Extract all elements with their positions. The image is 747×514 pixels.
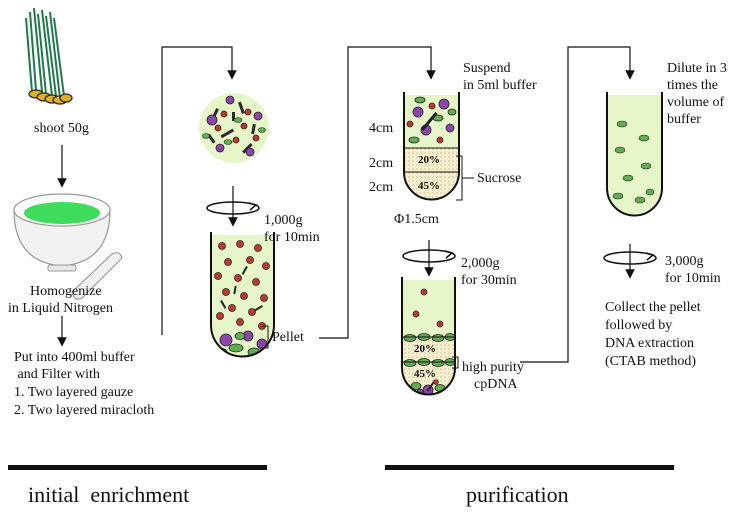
spin2-label-line1: 2,000g [461,256,500,271]
filter-label-line1: Put into 400ml buffer [14,350,135,365]
gradient-20-label: 20% [418,154,440,166]
homogenize-label-line1: Homogenize [30,284,102,299]
shoot-label: shoot 50g [34,121,89,136]
gradient-20-label-post: 20% [414,343,436,355]
suspend-label-line1: Suspend [463,61,511,76]
high-purity-label-line2: cpDNA [474,377,518,392]
filter-label-line4: 2. Two layered miracloth [14,403,155,418]
spin3-label-line1: 3,000g [665,254,704,269]
section-label-purification: purification [466,482,569,507]
collect-label-line3: DNA extraction [605,336,695,351]
tube-sucrose-gradient-illustration [403,92,460,201]
spin1-label-line2: for 10min [264,230,320,245]
homogenate-blob-illustration [199,93,269,163]
centrifuge-rotation-icon-1 [206,186,260,227]
collect-label-line1: Collect the pellet [605,300,701,315]
dimension-2cm-upper: 2cm [369,156,394,171]
pellet-label: Pellet [272,330,304,345]
gradient-45-label: 45% [418,180,440,192]
tube-diluted-illustration [606,92,663,217]
dimension-2cm-lower: 2cm [369,180,394,195]
section-bar-purification [385,465,674,470]
filter-label-line3: 1. Two layered gauze [14,385,134,400]
tube-diameter-label: Φ1.5cm [394,212,439,227]
spin2-label-line2: for 30min [461,273,517,288]
shoot-bundle-illustration [25,7,73,105]
tube-pellet-illustration [210,232,275,358]
dilute-label-line3: volume of [667,95,725,110]
high-purity-bracket [452,356,459,369]
collect-label-line2: followed by [605,318,673,333]
pellet-bracket [262,325,269,349]
dilute-label-line1: Dilute in 3 [667,61,727,76]
connector-cpdna-to-dilution [520,46,635,363]
centrifuge-rotation-icon-2 [402,240,456,277]
centrifuge-rotation-icon-3 [603,244,657,279]
connector-pellet-to-gradient [319,46,436,339]
dilute-label-line2: times the [667,78,718,93]
sucrose-label: Sucrose [477,171,522,186]
tube-high-purity-illustration [401,277,456,396]
section-bar-initial [8,465,267,470]
collect-label-line4: (CTAB method) [605,354,697,369]
connector-initial-to-enrichment [161,46,237,335]
suspend-label-line2: in 5ml buffer [463,78,537,93]
section-label-initial-enrichment: initial enrichment [28,482,190,507]
spin3-label-line2: for 10min [665,271,721,286]
homogenize-label-line2: in Liquid Nitrogen [8,301,113,316]
mortar-pestle-illustration [13,193,123,300]
spin1-label-line1: 1,000g [264,213,303,228]
dilute-label-line4: buffer [667,112,701,127]
high-purity-label-line1: high purity [462,360,524,375]
gradient-45-label-post: 45% [414,368,436,380]
filter-label-line2: and Filter with [14,367,100,382]
dimension-4cm: 4cm [369,121,394,136]
